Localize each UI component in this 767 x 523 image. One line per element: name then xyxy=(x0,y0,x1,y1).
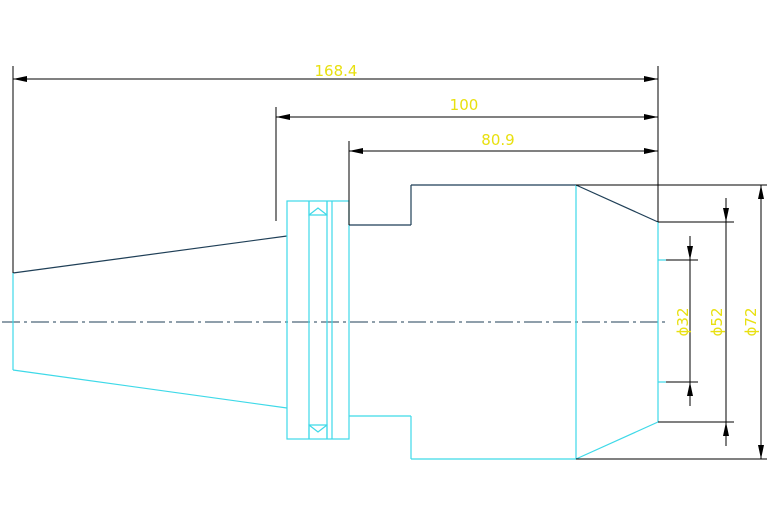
dimension-overall-length: 168.4 xyxy=(12,62,659,273)
overall-length-label: 168.4 xyxy=(315,62,358,80)
dimension-body-diameter: ϕ72 xyxy=(576,184,767,460)
nose-diameter-label: ϕ52 xyxy=(708,308,726,337)
dimension-bore-diameter: ϕ32 xyxy=(666,236,698,406)
flange-to-end-label: 100 xyxy=(450,96,479,114)
dimension-nose-diameter: ϕ52 xyxy=(658,198,734,446)
dimension-flange-to-end: 100 xyxy=(275,96,658,221)
body-diameter-label: ϕ72 xyxy=(742,308,760,337)
tool-holder-outline xyxy=(12,184,666,460)
bore-diameter-label: ϕ32 xyxy=(674,308,692,337)
dimension-body-length: 80.9 xyxy=(348,131,658,225)
body-length-label: 80.9 xyxy=(481,131,514,149)
